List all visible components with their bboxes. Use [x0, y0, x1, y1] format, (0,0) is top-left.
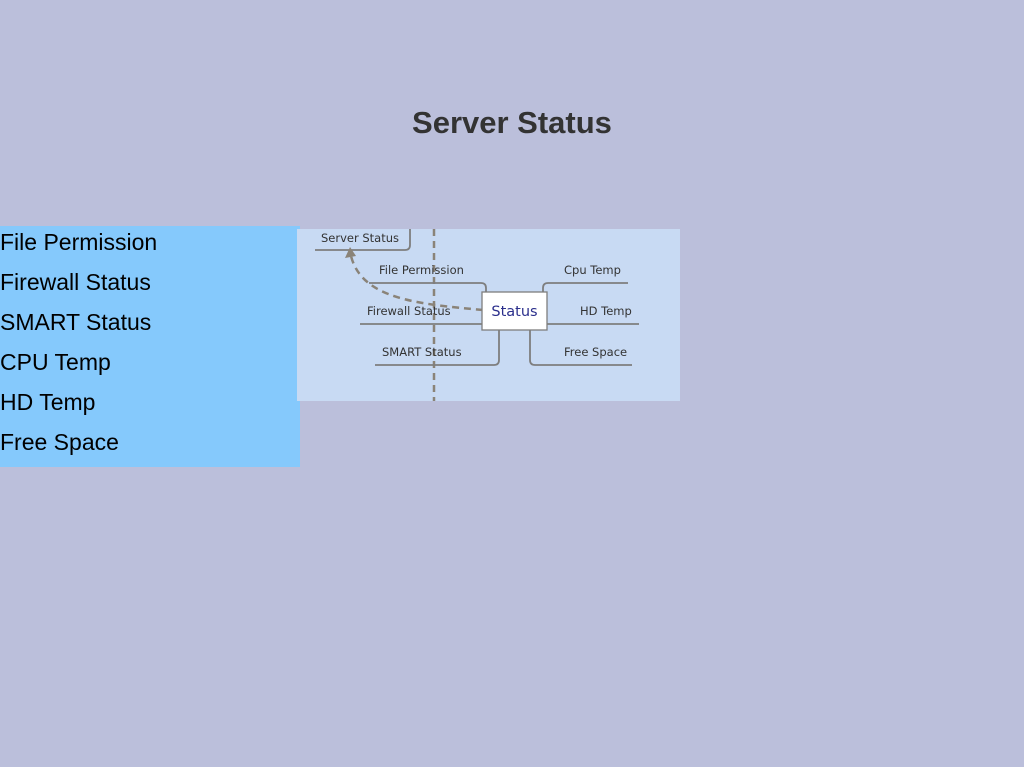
menu-item-smart-status[interactable]: SMART Status	[0, 309, 152, 335]
right-branch-1-connector	[542, 282, 628, 293]
center-node-label: Status	[491, 304, 537, 320]
menu-item-file-permission[interactable]: File Permission	[0, 229, 158, 255]
left-branch-1-connector	[369, 282, 487, 293]
right-node-label: Free Space	[564, 345, 627, 359]
status-menu: File Permission Firewall Status SMART St…	[0, 226, 300, 467]
menu-item-hd-temp[interactable]: HD Temp	[0, 389, 96, 415]
menu-item-cpu-temp[interactable]: CPU Temp	[0, 349, 111, 375]
center-node-box	[481, 291, 548, 331]
root-node-connector	[315, 229, 411, 251]
arrow-head	[345, 247, 356, 258]
left-node-label: SMART Status	[382, 345, 462, 359]
right-node-label: HD Temp	[580, 304, 632, 318]
left-branch-3-connector	[375, 330, 500, 366]
page-title: Server Status	[412, 105, 612, 140]
center-to-root-arrow	[349, 255, 484, 312]
left-node-label: File Permission	[379, 263, 464, 277]
status-diagram: Server Status File Permission Firewall S…	[297, 229, 680, 401]
menu-item-free-space[interactable]: Free Space	[0, 429, 119, 455]
left-node-label: Firewall Status	[367, 304, 451, 318]
menu-item-firewall-status[interactable]: Firewall Status	[0, 269, 151, 295]
status-diagram-svg: Server Status File Permission Firewall S…	[315, 229, 639, 401]
root-node-label: Server Status	[321, 231, 399, 245]
right-branch-3-connector	[529, 330, 632, 366]
right-node-label: Cpu Temp	[564, 263, 621, 277]
